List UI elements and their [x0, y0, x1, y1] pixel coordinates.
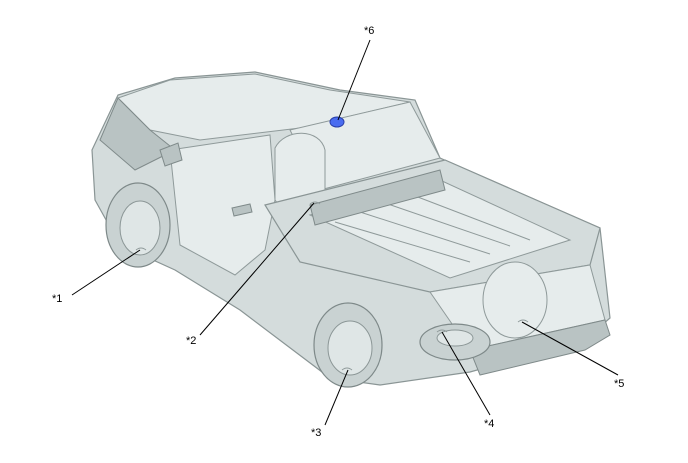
truck-illustration: [91, 71, 611, 388]
part-markers: [135, 201, 529, 371]
leader-6: [337, 39, 371, 121]
leader-3: [324, 369, 349, 426]
leader-1: [71, 249, 141, 296]
door-handle: [231, 203, 253, 217]
callout-2: *2: [186, 335, 196, 347]
rear-bumper: [469, 319, 611, 376]
callout-5: *5: [614, 378, 624, 390]
front-wheel-rim: [119, 200, 161, 256]
rear-wheel-rim: [327, 320, 373, 376]
windshield: [99, 97, 176, 171]
callout-labels: *1 *2 *3 *4 *5 *6: [52, 25, 624, 439]
rear-spare-outline: [482, 261, 548, 339]
callout-4: *4: [484, 418, 494, 430]
callout-6: *6: [364, 25, 374, 37]
callout-1: *1: [52, 293, 62, 305]
leader-lines: [71, 39, 619, 426]
callout-3: *3: [311, 427, 321, 439]
highlighted-sensor: [329, 116, 345, 128]
side-mirror: [159, 142, 183, 167]
under-spare-rim: [436, 329, 474, 347]
leader-2: [199, 202, 315, 336]
leader-4: [441, 331, 491, 416]
leader-5: [521, 321, 619, 376]
door-panel: [169, 134, 276, 276]
bed-ribs: [334, 193, 531, 263]
bed-front-wall: [309, 169, 446, 226]
